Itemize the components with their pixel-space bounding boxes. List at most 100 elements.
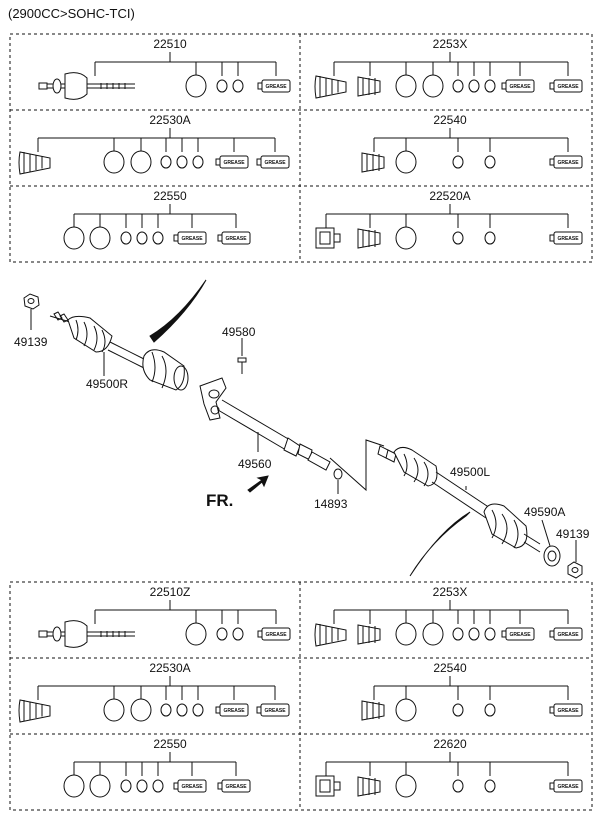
clamp-ring-icon (216, 627, 228, 641)
clamp-ring-icon (176, 703, 188, 717)
grease-tube-icon: GREASE (215, 155, 249, 169)
clamp-ring-icon (232, 79, 244, 93)
callout-shaft-right: 49500R (86, 377, 128, 391)
seal-ring-icon (395, 622, 417, 646)
circlip-icon (333, 468, 343, 494)
grease-tube-icon: GREASE (257, 627, 291, 641)
grease-tube-icon: GREASE (257, 79, 291, 93)
intermediate-shaft-icon (217, 399, 331, 471)
bearing-bracket-icon (199, 377, 227, 421)
clamp-ring-icon (136, 231, 148, 245)
clamp-ring-icon (216, 79, 228, 93)
callout-circlip: 14893 (314, 497, 348, 511)
clamp-ring-icon (452, 79, 464, 93)
clamp-ring-icon (484, 779, 496, 793)
grease-tube-icon: GREASE (173, 231, 207, 245)
clamp-ring-icon (452, 155, 464, 169)
cv-joint-housing-icon (315, 227, 341, 249)
kit-part-number: 22510Z (150, 585, 191, 599)
kit-part-number: 22540 (433, 661, 467, 675)
clamp-ring-icon (136, 779, 148, 793)
seal-ring-icon (89, 774, 111, 798)
kit-part-number: 2253X (433, 585, 468, 599)
grease-tube-icon: GREASE (501, 627, 535, 641)
svg-text:GREASE: GREASE (225, 784, 247, 790)
clamp-ring-icon (468, 79, 480, 93)
callout-intermediate-shaft: 49560 (238, 457, 272, 471)
grease-tube-icon: GREASE (549, 779, 583, 793)
grease-tube-icon: GREASE (256, 703, 290, 717)
seal-ring-icon (130, 698, 152, 722)
svg-text:GREASE: GREASE (225, 236, 247, 242)
bolt-icon (237, 338, 247, 374)
svg-text:GREASE: GREASE (557, 708, 579, 714)
nut-left-icon (23, 293, 40, 330)
clamp-ring-icon (484, 627, 496, 641)
clamp-ring-icon (160, 155, 172, 169)
clamp-ring-icon (468, 627, 480, 641)
kit-part-number: 22550 (153, 737, 187, 751)
drive-shaft-assembly (23, 279, 583, 579)
grease-tube-icon: GREASE (549, 79, 583, 93)
grease-tube-icon: GREASE (217, 779, 251, 793)
callout-bearing: 49590A (524, 505, 565, 519)
boot-icon (18, 151, 51, 175)
svg-text:GREASE: GREASE (264, 160, 286, 166)
seal-ring-icon (185, 622, 207, 646)
grease-tube-icon: GREASE (215, 703, 249, 717)
kit-part-number: 22550 (153, 189, 187, 203)
left-drive-shaft-icon (377, 445, 541, 553)
seal-ring-icon (395, 226, 417, 250)
svg-text:GREASE: GREASE (557, 160, 579, 166)
kit-panel: 22530A GREASE GREASE (18, 661, 290, 723)
seal-ring-icon (103, 150, 125, 174)
seal-ring-icon (422, 622, 444, 646)
svg-text:GREASE: GREASE (265, 84, 287, 90)
grease-tube-icon: GREASE (549, 703, 583, 717)
kit-part-number: 22530A (149, 661, 190, 675)
svg-text:GREASE: GREASE (557, 236, 579, 242)
bottom-kit-table: 22510Z GREASE 2253X GREASE GREASE 22530A GREAS… (9, 581, 593, 811)
grease-tube-icon: GREASE (549, 155, 583, 169)
boot-icon (18, 699, 51, 723)
clamp-ring-icon (192, 155, 204, 169)
seal-ring-icon (89, 226, 111, 250)
svg-text:GREASE: GREASE (223, 708, 245, 714)
clamp-ring-icon (484, 703, 496, 717)
grease-tube-icon: GREASE (549, 627, 583, 641)
small-boot-icon (357, 228, 381, 249)
seal-ring-icon (63, 774, 85, 798)
clamp-ring-icon (152, 779, 164, 793)
page-title: (2900CC>SOHC-TCI) (8, 6, 135, 21)
boot-icon (314, 75, 347, 99)
svg-text:GREASE: GREASE (557, 784, 579, 790)
kit-panel: 2253X GREASE GREASE (314, 585, 583, 647)
front-arrow-icon (247, 475, 269, 493)
seal-ring-icon (395, 698, 417, 722)
clamp-ring-icon (120, 231, 132, 245)
kit-panel: 22510Z GREASE (38, 585, 291, 648)
svg-text:GREASE: GREASE (181, 784, 203, 790)
callout-bolt: 49580 (222, 325, 256, 339)
grease-tube-icon: GREASE (217, 231, 251, 245)
bearing-icon (541, 519, 561, 567)
small-boot-icon (357, 76, 381, 97)
pointer-arrow-left (149, 279, 207, 343)
small-boot-icon (357, 776, 381, 797)
seal-ring-icon (395, 74, 417, 98)
kit-part-number: 22620 (433, 737, 467, 751)
seal-ring-icon (395, 150, 417, 174)
callout-shaft-left: 49500L (450, 465, 490, 479)
svg-text:GREASE: GREASE (181, 236, 203, 242)
clamp-ring-icon (484, 79, 496, 93)
